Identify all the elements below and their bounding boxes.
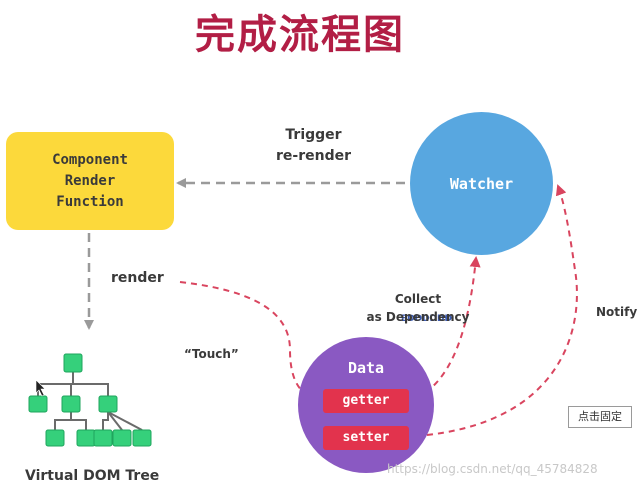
watermark-text: https://blog.csdn.net/qq_45784828 xyxy=(387,462,598,476)
watcher-node: Watcher xyxy=(410,112,553,255)
component-line-2: Render xyxy=(64,172,116,189)
pin-button[interactable]: 点击固定 xyxy=(568,406,632,428)
touch-arrow xyxy=(179,281,318,402)
getter-pill: getter xyxy=(323,389,409,413)
watcher-label: Watcher xyxy=(449,174,514,193)
data-node: Data getter setter xyxy=(298,337,434,473)
component-line-1: Component xyxy=(52,151,128,168)
mouse-cursor-icon xyxy=(35,379,46,397)
overlap-text: EDDDDDD xyxy=(401,314,452,324)
page-title: 完成流程图 xyxy=(195,12,405,58)
tree-nodes xyxy=(28,353,152,447)
notify-label: Notify xyxy=(596,305,638,319)
collect-label: Collect as Dependency xyxy=(366,292,470,324)
setter-pill: setter xyxy=(323,426,409,450)
component-line-3: Function xyxy=(56,193,124,210)
component-render-function-box: Component Render Function xyxy=(6,132,174,230)
data-title: Data xyxy=(347,359,385,377)
render-label: render xyxy=(111,270,164,286)
virtual-dom-label: Virtual DOM Tree xyxy=(25,468,160,484)
touch-label: “Touch” xyxy=(184,347,239,361)
virtual-dom-tree-icon xyxy=(37,372,143,431)
trigger-label: Trigger re-render xyxy=(276,127,351,164)
